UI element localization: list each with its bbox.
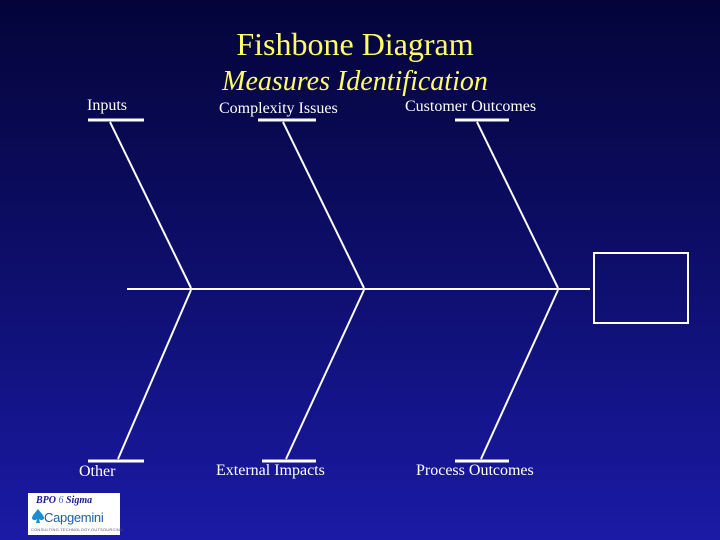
category-label-customer-outcomes: Customer Outcomes — [405, 98, 537, 115]
bone-top-middle — [282, 121, 365, 289]
capgemini-logo: BPO 6 Sigma Capgemini CONSULTING.TECHNOL… — [28, 493, 124, 535]
spade-icon — [32, 509, 44, 523]
logo-badge-text: BPO — [36, 495, 56, 506]
bone-top-left — [109, 121, 192, 289]
effect-box — [593, 252, 689, 324]
logo-sigma-text: Sigma — [66, 495, 93, 506]
bone-top-right — [476, 121, 559, 289]
category-label-external-impacts: External Impacts — [216, 462, 325, 479]
diagram-subtitle: Measures Identification — [222, 66, 488, 97]
diagram-title: Fishbone Diagram — [236, 26, 474, 62]
category-label-other: Other — [79, 463, 116, 480]
bone-bottom-right — [480, 289, 559, 460]
category-label-complexity-issues: Complexity Issues — [219, 100, 338, 117]
logo-tagline: CONSULTING.TECHNOLOGY.OUTSOURCING — [31, 527, 124, 532]
logo-six-text: 6 — [58, 495, 64, 506]
bone-bottom-left — [117, 289, 192, 460]
bpo-six-sigma-badge: BPO 6 Sigma — [36, 495, 92, 506]
bone-bottom-middle — [285, 289, 365, 460]
category-label-process-outcomes: Process Outcomes — [416, 462, 534, 479]
logo-brand-text: Capgemini — [44, 510, 104, 525]
category-label-inputs: Inputs — [87, 97, 127, 114]
